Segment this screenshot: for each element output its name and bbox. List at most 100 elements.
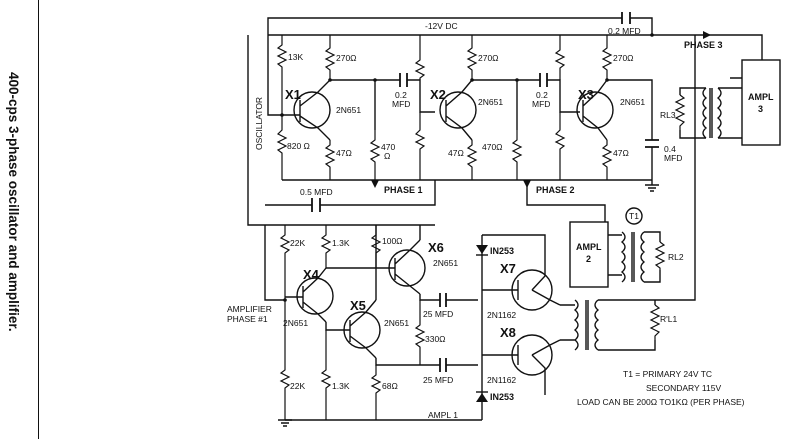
- resistor-330: [414, 300, 426, 365]
- x8-type: 2N1162: [487, 375, 516, 385]
- transistor-x6: [388, 249, 426, 287]
- output-transformer: [560, 299, 600, 351]
- c05-label: 0.5 MFD: [300, 187, 333, 197]
- phase3-label: PHASE 3: [684, 40, 723, 50]
- transistor-x3: [576, 91, 614, 129]
- diode-bot-label: IN253: [490, 392, 514, 402]
- resistor-bias2-x3: [554, 112, 566, 180]
- x2-leads: [445, 79, 473, 141]
- ampl1-label: AMPL 1: [428, 410, 458, 420]
- transistor-x4: [296, 277, 334, 315]
- resistor-68: [370, 365, 382, 420]
- resistor-270-x2: [466, 35, 478, 80]
- diode-top-rail: [482, 234, 546, 265]
- phase2-label: PHASE 2: [536, 185, 575, 195]
- resistor-bias-x3: [554, 35, 566, 80]
- x4-emitter-down: [325, 322, 350, 331]
- phase3-capacitor: [621, 12, 631, 24]
- r22k-bot-label: 22K: [290, 381, 305, 391]
- transistor-x2: [439, 91, 477, 129]
- resistor-rl2: [654, 241, 666, 270]
- junction: [470, 78, 474, 82]
- x7-type: 2N1162: [487, 310, 516, 320]
- x7-leads: [482, 265, 561, 306]
- phase1-label: PHASE 1: [384, 185, 423, 195]
- c04-label: 0.4: [664, 144, 676, 154]
- r22k-top-label: 22K: [290, 238, 305, 248]
- resistor-100: [370, 225, 382, 268]
- phase1-arrow: [371, 180, 379, 188]
- t3-primary-wires: [718, 77, 742, 139]
- oscillator-label: OSCILLATOR: [254, 97, 264, 150]
- x4-leads: [285, 267, 327, 323]
- ampl3-box: [741, 59, 781, 146]
- resistor-22k-bot: [279, 300, 291, 420]
- c25b-label: 25 MFD: [423, 375, 453, 385]
- r68-label: 68Ω: [382, 381, 398, 391]
- r470b-label: 470Ω: [482, 142, 503, 152]
- r330-label: 330Ω: [425, 334, 446, 344]
- x1-label: X1: [285, 87, 301, 102]
- c25a-label: 25 MFD: [423, 309, 453, 319]
- caption-sidebar: 400-cps 3-phase oscillator and amplifier…: [0, 0, 39, 439]
- x6-emitter: [419, 294, 440, 301]
- x4-type: 2N651: [283, 318, 308, 328]
- coupling-cap-1: [399, 73, 408, 87]
- oscillator-base-feed: [267, 35, 300, 116]
- r47a-label: 47Ω: [336, 148, 352, 158]
- rl3-wires: [679, 87, 706, 139]
- resistor-47-x1: [324, 140, 336, 180]
- diode-top-label: IN253: [490, 246, 514, 256]
- x5-emitter: [375, 358, 440, 366]
- x8-label: X8: [500, 325, 516, 340]
- r13k-label: 13K: [288, 52, 303, 62]
- c02b-label: 0.2: [536, 90, 548, 100]
- c02a-label: 0.2: [395, 90, 407, 100]
- r47c-label: 47Ω: [613, 148, 629, 158]
- x1-type: 2N651: [336, 105, 361, 115]
- r820-label: 820 Ω: [287, 141, 310, 151]
- r470a-unit: Ω: [384, 151, 390, 161]
- resistor-13k-bot: [320, 330, 332, 420]
- rl2-label: RL2: [668, 252, 684, 262]
- oscillator-ground-bus: [282, 147, 653, 185]
- x7-label: X7: [500, 261, 516, 276]
- phase2-wire: [526, 180, 606, 222]
- resistor-470-a: [369, 130, 381, 180]
- note-line3: LOAD CAN BE 200Ω TO1KΩ (PER PHASE): [577, 397, 745, 407]
- resistor-470-b: [511, 130, 523, 180]
- rl2-wires: [644, 231, 661, 283]
- rl3-label: RL3: [660, 110, 676, 120]
- r47b-label: 47Ω: [448, 148, 464, 158]
- diode-bot: [476, 393, 488, 402]
- x6-type: 2N651: [433, 258, 458, 268]
- x5-label: X5: [350, 298, 366, 313]
- capacitor-25-b: [439, 358, 447, 372]
- diode-top: [476, 245, 488, 254]
- note-line1: T1 = PRIMARY 24V TC: [623, 369, 712, 379]
- junction: [328, 78, 332, 82]
- coupling-wire-1: [407, 79, 435, 113]
- c04-unit: MFD: [664, 153, 682, 163]
- x3-type: 2N651: [620, 97, 645, 107]
- junction: [280, 113, 284, 117]
- r270c-label: 270Ω: [613, 53, 634, 63]
- ampl2-num: 2: [586, 254, 591, 264]
- rl1-label: R'L1: [660, 314, 677, 324]
- c02a-unit: MFD: [392, 99, 410, 109]
- capacitor-04: [645, 139, 659, 148]
- capacitor-25-a: [439, 293, 447, 307]
- t1-coils: [608, 231, 646, 283]
- rl1-wires: [598, 35, 696, 351]
- x1-leads: [299, 79, 331, 141]
- ampl2-box: [569, 221, 609, 288]
- junction: [283, 298, 287, 302]
- phase3-wire: [652, 34, 763, 60]
- junction: [373, 78, 377, 82]
- transistor-x1: [293, 91, 331, 129]
- resistor-270-x1: [324, 35, 336, 80]
- resistor-47-x2: [466, 140, 478, 180]
- feedback-wire: [265, 180, 436, 206]
- resistor-820: [276, 115, 288, 180]
